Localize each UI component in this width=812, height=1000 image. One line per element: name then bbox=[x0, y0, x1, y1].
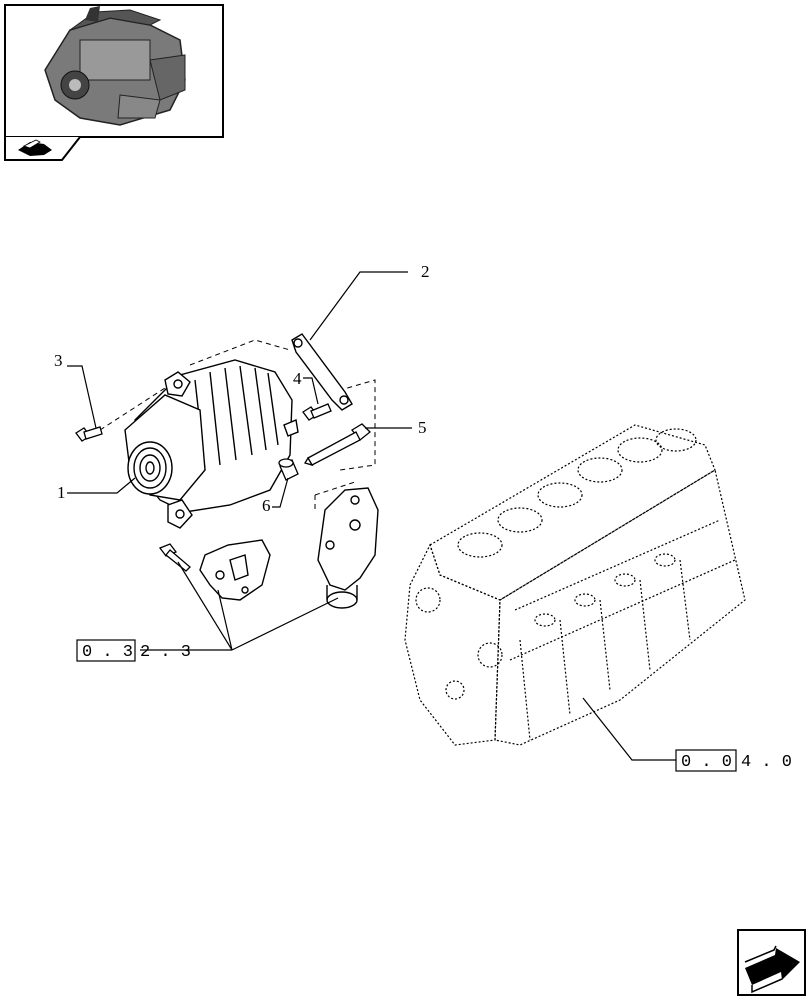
reference-004-link[interactable]: 0 . 0 4 . 0 bbox=[675, 749, 792, 772]
lower-bracket bbox=[199, 539, 271, 601]
next-page-button[interactable] bbox=[737, 929, 806, 996]
adjusting-link bbox=[291, 333, 353, 411]
leader-lines bbox=[67, 271, 676, 761]
mounting-bracket bbox=[317, 487, 379, 609]
engine-thumbnail-icon bbox=[44, 6, 186, 126]
reference-032-link[interactable]: 0 . 3 2 . 3 bbox=[76, 639, 191, 662]
lower-screw bbox=[158, 543, 191, 572]
screw-3 bbox=[75, 426, 103, 442]
alternator bbox=[124, 359, 299, 529]
engine-thumbnail[interactable] bbox=[4, 4, 224, 161]
hand-pointer-icon bbox=[18, 139, 52, 156]
callout-1: 1 bbox=[57, 483, 66, 502]
reference-032-boxed: 0 . 3 bbox=[82, 643, 133, 662]
reference-004-rest: 4 . 0 bbox=[741, 753, 792, 772]
reference-004-boxed: 0 . 0 bbox=[681, 753, 732, 772]
screw-4 bbox=[302, 403, 332, 421]
callout-6: 6 bbox=[262, 496, 271, 515]
reference-032-rest: 2 . 3 bbox=[140, 643, 191, 662]
callout-2: 2 bbox=[421, 262, 430, 281]
callout-5: 5 bbox=[418, 418, 427, 437]
callout-3: 3 bbox=[54, 351, 63, 370]
spacer-6 bbox=[278, 458, 299, 481]
callout-4: 4 bbox=[293, 369, 302, 388]
engine-block bbox=[404, 424, 746, 746]
next-page-arrow-icon bbox=[744, 945, 800, 994]
bolt-5 bbox=[304, 423, 371, 467]
alignment-dashes bbox=[99, 339, 376, 510]
